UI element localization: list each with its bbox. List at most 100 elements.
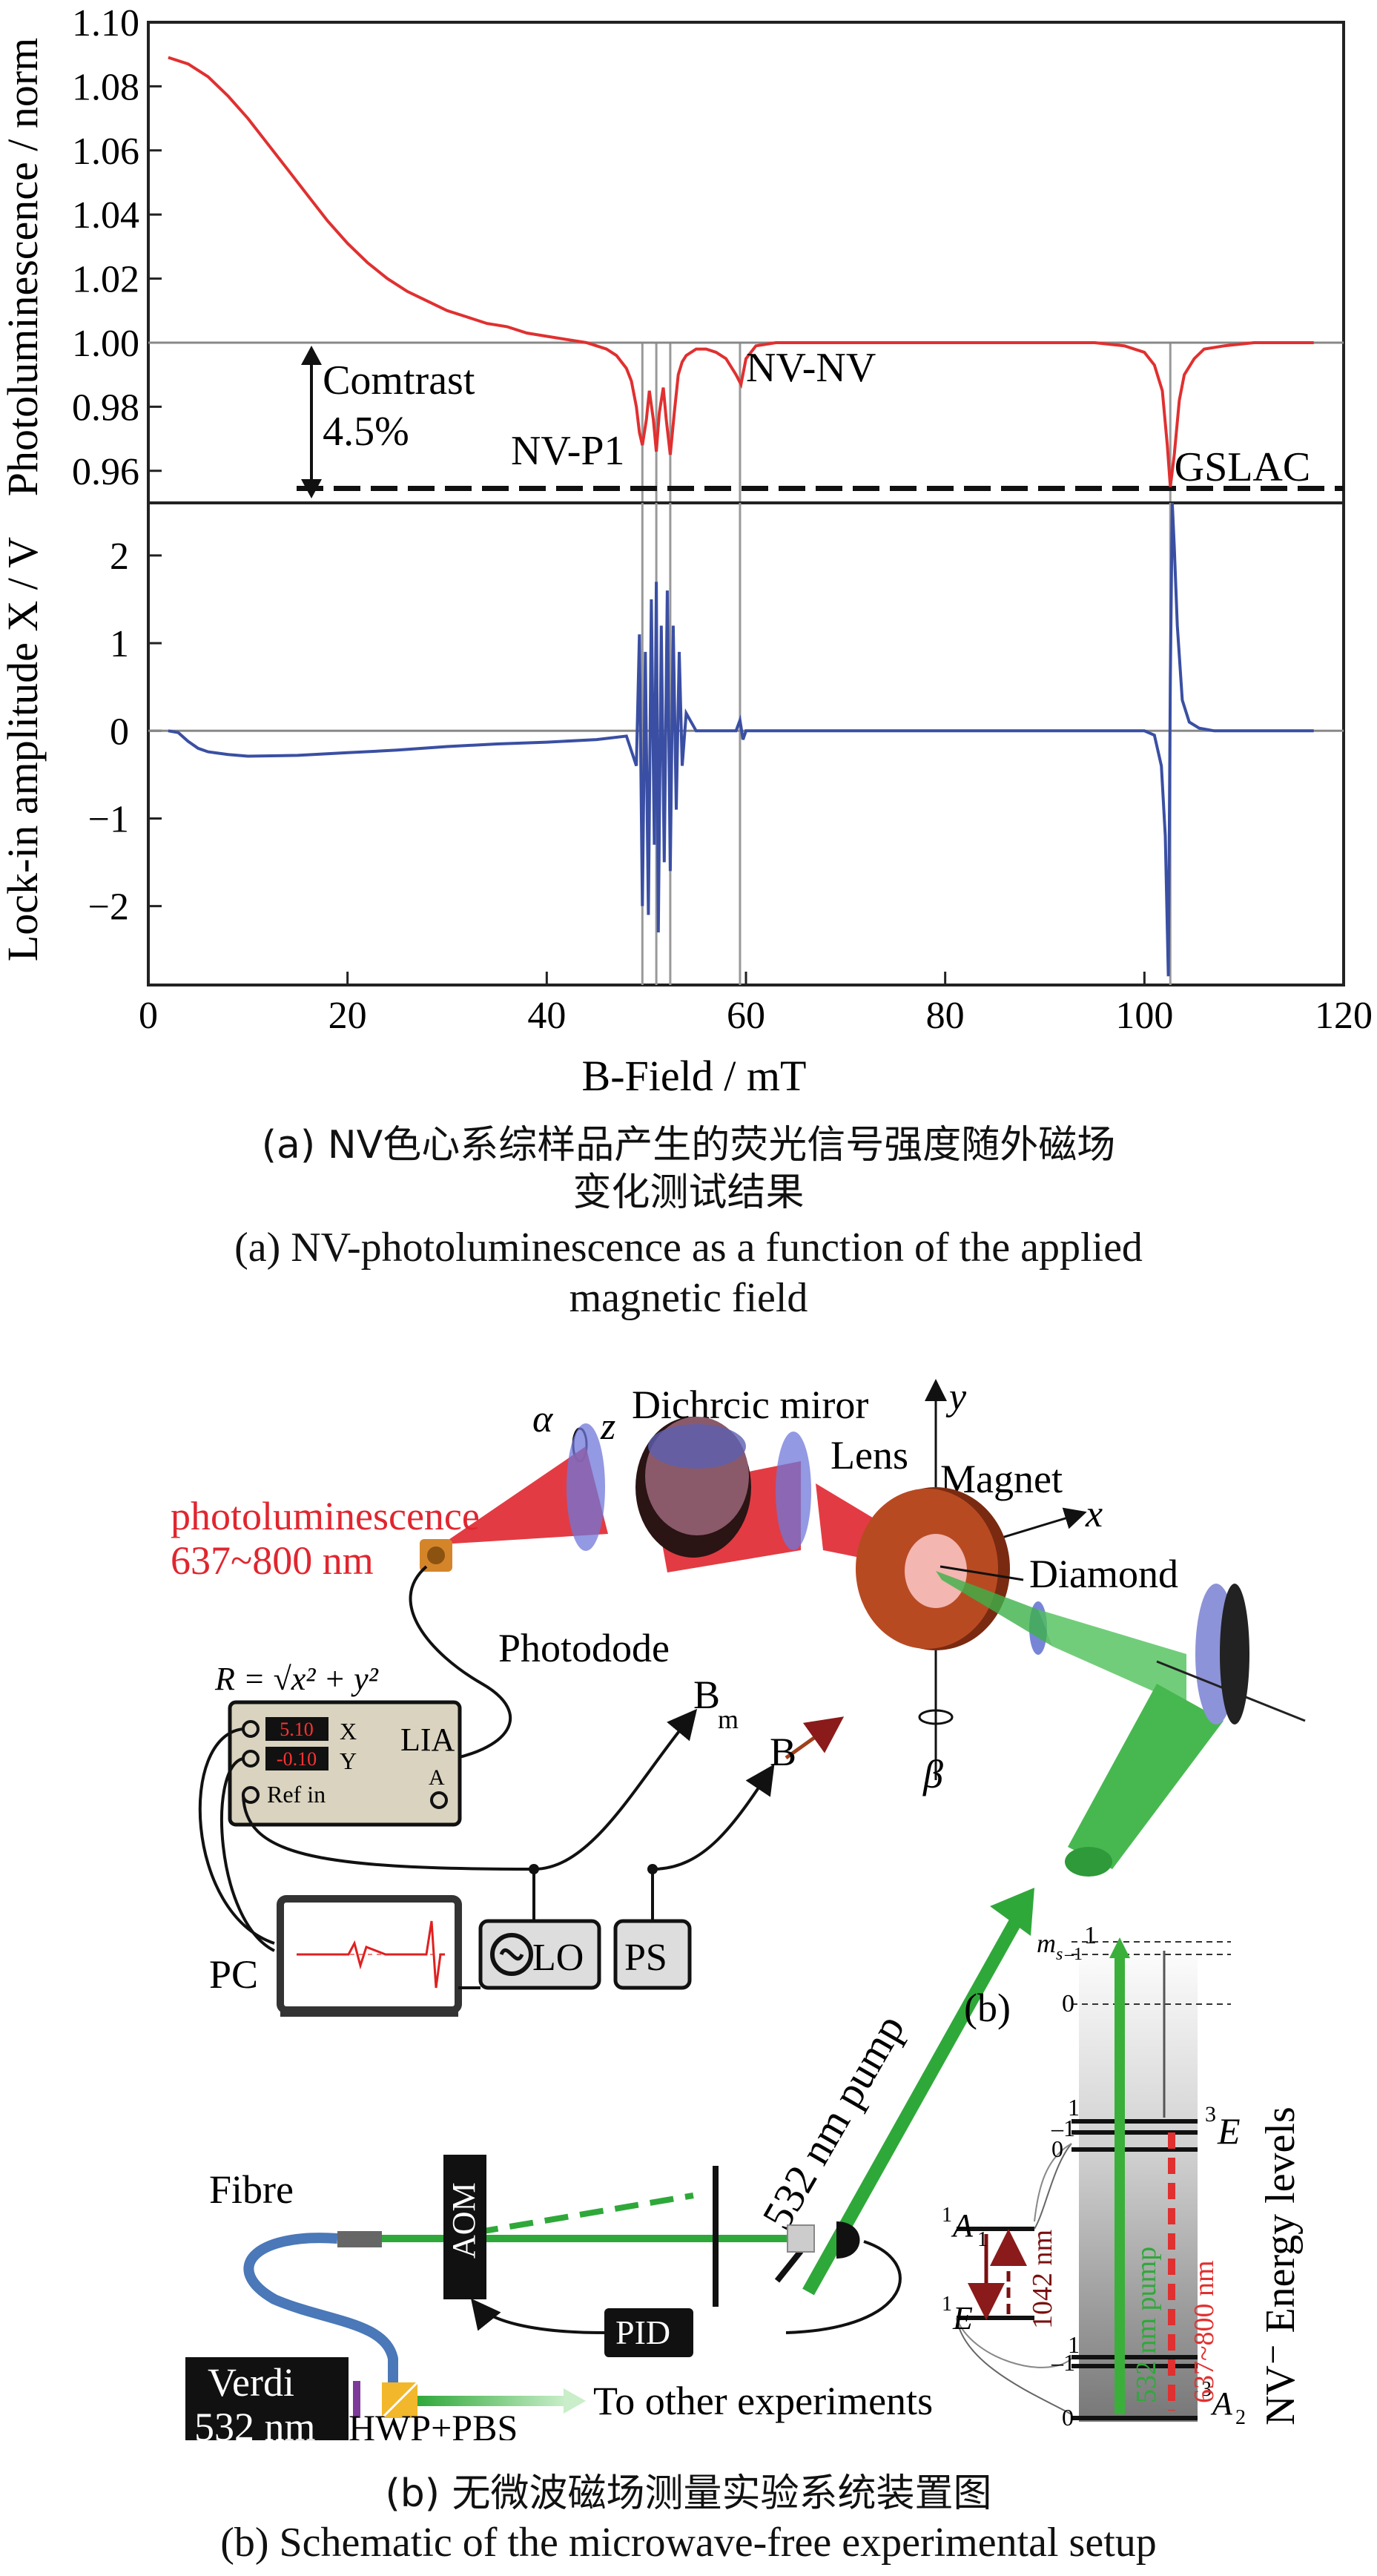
label-b-panel: (b) (964, 1986, 1011, 2030)
bottom-y-axis-label: Lock-in amplitude X / V (0, 537, 47, 961)
label-1e-sup: 1 (942, 2293, 952, 2316)
label-lo: LO (532, 1937, 584, 1979)
annotation-label: 4.5% (323, 409, 409, 455)
caption-b-en: (b) Schematic of the microwave-free expe… (220, 2520, 1157, 2566)
pid-photodiode (836, 2221, 860, 2259)
top-ytick-label: 0.98 (72, 386, 139, 429)
verdi-laser (185, 2357, 349, 2440)
label-ms: m (1037, 1928, 1056, 1958)
lia-title: LIA (400, 1722, 455, 1758)
photodiode (420, 1539, 452, 1572)
fibre-cable (243, 2233, 398, 2388)
pump-beam-green (936, 1571, 1306, 1877)
lia-output-a: A (429, 1765, 445, 1790)
figure-b-setup-diagram: α z Dichrcic miror y Lens Magnet x β (171, 1376, 1306, 2440)
energy-level-diagram (956, 1937, 1231, 2422)
xtick-label: 0 (139, 995, 158, 1037)
lia-display-x: 5.10 (280, 1719, 314, 1740)
pc-monitor (277, 1895, 462, 2017)
level-m1-e: –1 (1051, 2115, 1075, 2141)
label-532-pump: 532 nm pump (753, 2006, 914, 2238)
pbs-diagonal (380, 2381, 419, 2419)
xtick-label: 80 (926, 995, 965, 1037)
label-beta: β (922, 1752, 943, 1796)
level-1-e: 1 (1068, 2094, 1080, 2121)
bottom-ytick-label: 1 (110, 623, 129, 665)
label-bm: B (693, 1673, 720, 1717)
magnet-ring (856, 1487, 1010, 1650)
label-formula: R = √x² + y² (214, 1661, 379, 1697)
lo-box (478, 1919, 601, 1990)
lia-label-x: X (340, 1718, 357, 1745)
lockin-curve (168, 502, 1314, 977)
label-to-other: To other experiments (593, 2379, 933, 2423)
label-verdi-wavelength: 532 nm (194, 2405, 316, 2440)
caption-a-en-line2: magnetic field (569, 1275, 808, 1321)
label-1a1-sub: 1 (977, 2228, 988, 2251)
pid-box (604, 2308, 693, 2357)
field-vector-arrow (785, 1716, 845, 1760)
label-1042nm: 1042 nm (1027, 2230, 1058, 2329)
label-b-field: B (770, 1730, 796, 1774)
xtick-label: 40 (527, 995, 566, 1037)
beam-splitter (787, 2224, 815, 2253)
xtick-label: 100 (1115, 995, 1173, 1037)
bottom-y-axis-ticks: 210−1−2 (88, 536, 162, 929)
annotation-label: NV-NV (746, 345, 876, 391)
caption-b-zh: (b) 无微波磁场测量实验系统装置图 (385, 2471, 992, 2516)
xtick-label: 20 (328, 995, 367, 1037)
label-3e-sup: 3 (1205, 2102, 1216, 2127)
label-ms-minus: –1 (1064, 1945, 1083, 1964)
top-reference-lines (641, 343, 1172, 503)
photoluminescence-curve (168, 56, 1314, 487)
level-1-a2: 1 (1068, 2331, 1080, 2358)
figure-a-plots: 1.101.081.061.041.021.000.980.96 Comtras… (0, 2, 1373, 1098)
label-ms-sub: s (1056, 1945, 1063, 1964)
label-3a2-sup: 3 (1201, 2378, 1212, 2401)
label-pid: PID (615, 2313, 670, 2351)
bottom-reference-lines (641, 503, 1172, 985)
label-x-axis: x (1085, 1493, 1103, 1535)
ps-box (613, 1919, 692, 1990)
bottom-ytick-label: 0 (110, 711, 129, 753)
beta-rotation-icon (918, 1709, 954, 1725)
label-1a1: A (951, 2207, 974, 2244)
lia-label-y: Y (340, 1747, 357, 1774)
energy-level-title: NV⁻ Energy levels (1258, 2106, 1304, 2425)
label-photoluminescence: photoluminescence (171, 1494, 480, 1538)
xtick-label: 60 (727, 995, 765, 1037)
label-hwp-pbs: HWP+PBS (349, 2407, 518, 2440)
annotation-label: GSLAC (1175, 444, 1311, 490)
pump-mirror (774, 2249, 804, 2283)
top-y-axis-label: Photoluminescence / norm (0, 38, 47, 497)
caption-a-zh-line1: (a) NV色心系综样品产生的荧光信号强度随外磁场 (261, 1123, 1116, 1167)
label-photodiode: Photodode (498, 1626, 670, 1670)
label-3a2: A (1210, 2385, 1233, 2422)
bottom-ytick-label: −2 (88, 886, 129, 929)
label-diamond: Diamond (1029, 1552, 1178, 1596)
label-z: z (600, 1406, 615, 1448)
top-ytick-label: 1.08 (72, 66, 139, 108)
bottom-ytick-label: −1 (88, 798, 129, 840)
contrast-arrow (301, 346, 322, 498)
hwp-plate (353, 2381, 360, 2418)
aom-box (443, 2155, 486, 2299)
level-0-e: 0 (1051, 2135, 1063, 2162)
bottom-plot-frame (147, 501, 1345, 986)
top-ytick-label: 1.06 (72, 131, 139, 173)
fibre-connector (337, 2231, 382, 2247)
label-bm-sub: m (718, 1704, 739, 1734)
caption-a-en-line1: (a) NV-photoluminescence as a function o… (234, 1225, 1143, 1271)
caption-a-zh-line2: 变化测试结果 (572, 1170, 805, 1215)
dichroic-mirror (635, 1417, 751, 1558)
cable-junction-1 (529, 1864, 539, 1874)
label-3e: E (1217, 2110, 1241, 2152)
photoluminescence-panel: 1.101.081.061.041.021.000.980.96 Comtras… (0, 2, 1345, 504)
top-y-axis-ticks: 1.101.081.061.041.021.000.980.96 (72, 2, 162, 493)
label-lens: Lens (831, 1433, 908, 1478)
annotation-label: NV-P1 (511, 428, 625, 474)
beam-to-other (417, 2396, 566, 2406)
pid-feedback-cable (785, 2240, 902, 2334)
